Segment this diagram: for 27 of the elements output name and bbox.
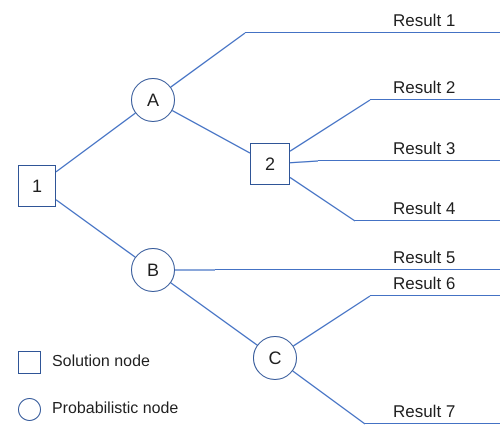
- branch-line: [170, 282, 258, 346]
- decision-node-box: 1: [18, 165, 56, 207]
- branch-line: [290, 176, 356, 222]
- chance-node-circle: B: [131, 248, 175, 292]
- branch-line: [56, 112, 136, 172]
- branch-line: [292, 370, 366, 425]
- result-label: Result 5: [393, 248, 456, 268]
- result-label: Result 7: [393, 402, 456, 422]
- legend-label: Probabilistic node: [52, 400, 178, 418]
- branch-line: [290, 160, 318, 164]
- legend-label: Solution node: [52, 353, 150, 371]
- result-label: Result 3: [393, 139, 456, 159]
- chance-node-circle: A: [131, 78, 175, 122]
- branch-line: [172, 110, 250, 154]
- result-branch: [318, 141, 500, 161]
- result-label: Result 6: [393, 274, 456, 294]
- branch-line: [290, 99, 370, 152]
- chance-node-circle: C: [253, 336, 297, 380]
- branch-line: [293, 295, 370, 347]
- result-label: Result 4: [393, 199, 456, 219]
- result-label: Result 1: [393, 11, 456, 31]
- branch-line: [170, 32, 246, 88]
- decision-node-box: 2: [250, 143, 290, 185]
- branch-line: [175, 269, 215, 271]
- result-label: Result 2: [393, 78, 456, 98]
- result-branch: [215, 250, 500, 270]
- branch-line: [56, 199, 136, 258]
